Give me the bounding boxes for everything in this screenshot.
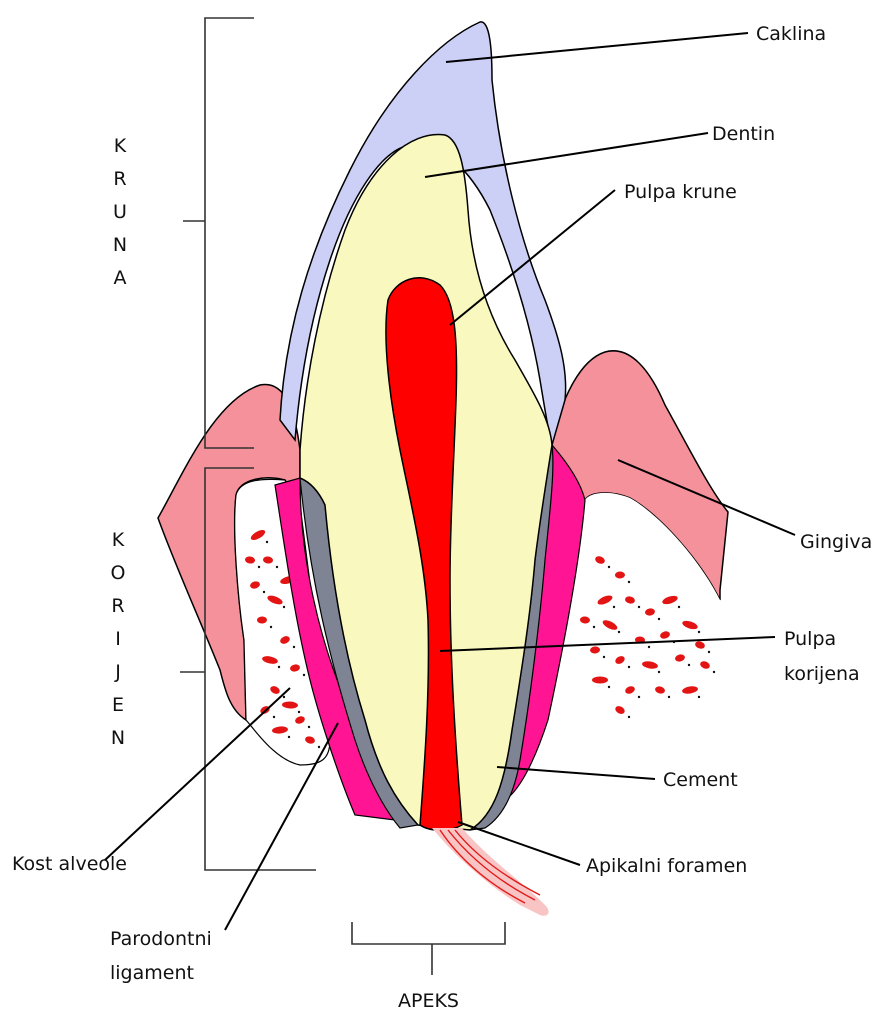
bone-speck — [258, 566, 260, 568]
label-caklina: Caklina — [756, 23, 826, 45]
bone-speck — [263, 591, 265, 593]
leader-kost — [105, 688, 290, 860]
bone-speck — [708, 651, 710, 653]
korijen-letter: R — [111, 595, 124, 617]
bone-speck — [658, 671, 660, 673]
kruna-letter: A — [114, 267, 127, 289]
bone-speck — [658, 618, 660, 620]
bone-speck — [288, 736, 290, 738]
bone-speck — [618, 631, 620, 633]
label-parodontni-line2: ligament — [110, 962, 194, 984]
bone-speck — [303, 674, 305, 676]
label-cement: Cement — [663, 769, 738, 791]
bone-speck — [276, 566, 278, 568]
bone-speck — [298, 711, 300, 713]
korijen-letter: I — [115, 628, 121, 650]
bone-speck — [608, 686, 610, 688]
bone-speck — [273, 716, 275, 718]
label-dentin: Dentin — [712, 123, 775, 145]
bone-speck — [278, 666, 280, 668]
bone-speck — [628, 666, 630, 668]
bone-speck — [283, 696, 285, 698]
bone-speck — [648, 646, 650, 648]
bone-speck — [608, 566, 610, 568]
bone-speck — [628, 581, 630, 583]
kruna-letter: R — [113, 168, 126, 190]
bone-speck — [668, 696, 670, 698]
bone-speck — [318, 746, 320, 748]
kruna-letter: K — [114, 135, 127, 157]
bone-spot — [592, 677, 608, 684]
bone-speck — [270, 626, 272, 628]
bone-speck — [266, 541, 268, 543]
label-parodontni-line1: Parodontni — [110, 928, 212, 950]
korijen-letter: J — [114, 661, 121, 683]
korijen-letter: N — [111, 727, 125, 749]
korijen-letter: O — [111, 562, 126, 584]
label-kost-alveole: Kost alveole — [12, 853, 127, 875]
label-apikalni-foramen: Apikalni foramen — [586, 855, 747, 877]
label-apeks: APEKS — [398, 990, 459, 1012]
bone-speck — [593, 626, 595, 628]
korijen-letter: K — [112, 529, 125, 551]
kruna-letter: U — [113, 201, 127, 223]
bone-speck — [698, 631, 700, 633]
label-pulpa-korijena-line2: korijena — [784, 663, 860, 685]
bone-speck — [713, 671, 715, 673]
bone-speck — [293, 646, 295, 648]
bone-speck — [638, 606, 640, 608]
label-gingiva: Gingiva — [800, 531, 872, 553]
kruna-bracket — [183, 18, 254, 448]
bone-speck — [678, 606, 680, 608]
bone-speck — [603, 656, 605, 658]
bone-speck — [308, 726, 310, 728]
bone-speck — [638, 696, 640, 698]
kruna-letter: N — [113, 234, 127, 256]
apeks-bracket — [352, 922, 505, 975]
bone-speck — [698, 696, 700, 698]
bone-speck — [688, 664, 690, 666]
label-pulpa-korijena-line1: Pulpa — [784, 628, 836, 650]
label-pulpa-krune: Pulpa krune — [624, 181, 737, 203]
bone-speck — [613, 606, 615, 608]
bone-speck — [628, 716, 630, 718]
korijen-letter: E — [112, 694, 124, 716]
bone-speck — [283, 606, 285, 608]
